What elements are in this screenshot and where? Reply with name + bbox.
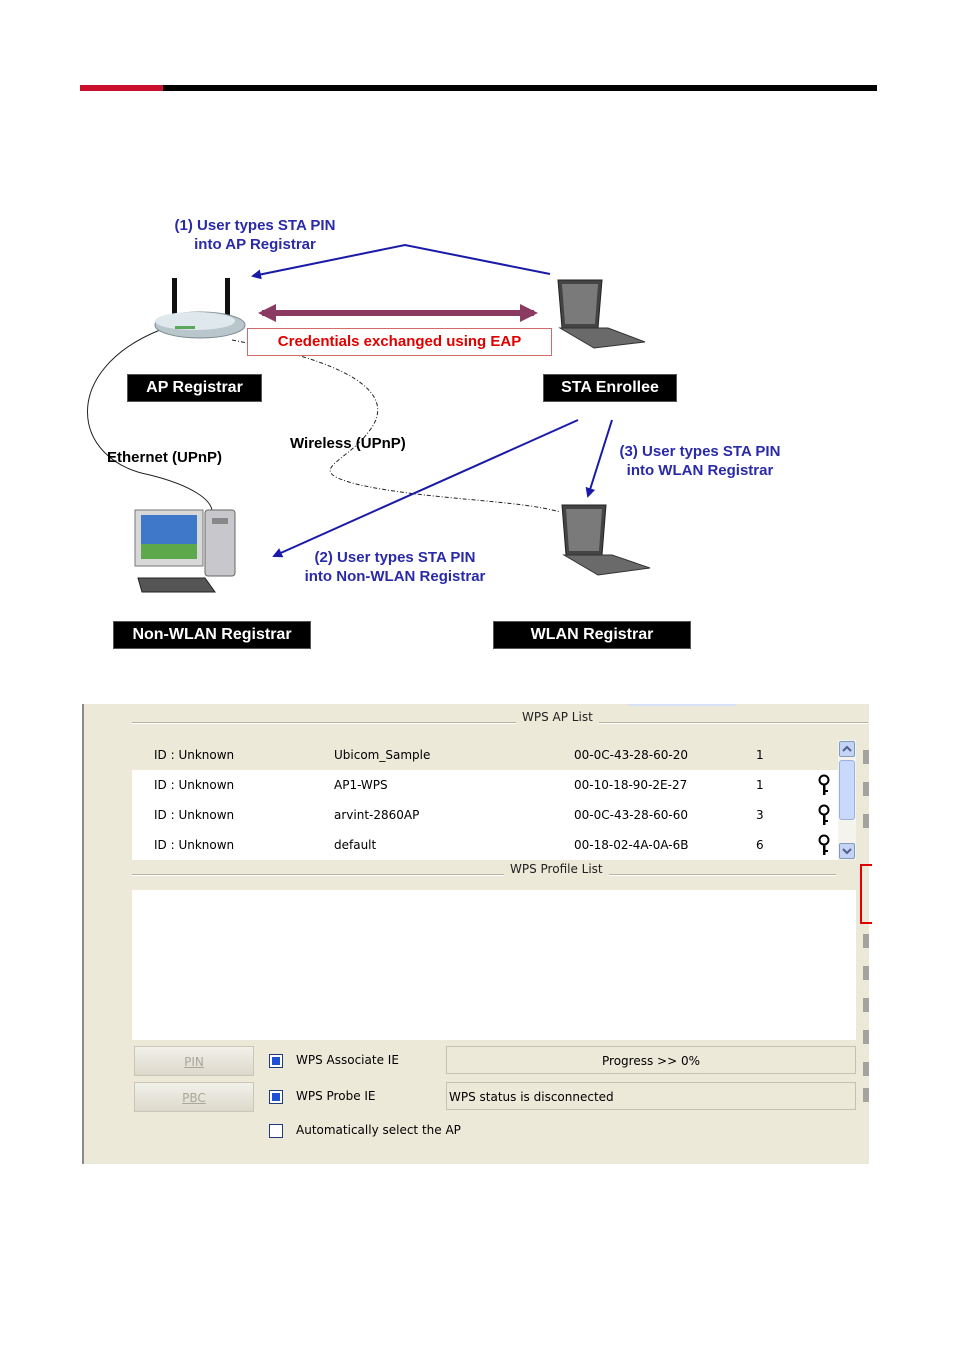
progress-field: Progress >> 0% bbox=[446, 1046, 856, 1074]
wps-associate-ie-checkbox[interactable] bbox=[269, 1054, 283, 1068]
wps-ap-list[interactable]: ID : Unknown Ubicom_Sample 00-0C-43-28-60-… bbox=[132, 740, 838, 860]
ap-list-separator bbox=[132, 722, 868, 724]
ap-bssid-cell: 00-0C-43-28-60-60 bbox=[574, 808, 689, 822]
right-edge-fragment bbox=[863, 1062, 869, 1076]
step3-caption: (3) User types STA PIN into WLAN Registr… bbox=[600, 442, 800, 480]
ap-bssid-cell: 00-0C-43-28-60-20 bbox=[574, 748, 689, 762]
step3-caption-line1: (3) User types STA PIN bbox=[619, 443, 781, 460]
ap-channel-cell: 3 bbox=[756, 808, 764, 822]
ap-list-scrollbar[interactable] bbox=[838, 740, 856, 860]
top-tab-edge bbox=[628, 704, 736, 706]
wlan-laptop-icon bbox=[561, 504, 651, 576]
wps-associate-ie-label: WPS Associate IE bbox=[296, 1053, 399, 1067]
right-edge-fragment bbox=[863, 1088, 869, 1102]
access-point-icon bbox=[154, 278, 246, 339]
wps-pin-diagram: (1) User types STA PIN into AP Registrar… bbox=[0, 200, 954, 670]
ap-ssid-cell: AP1-WPS bbox=[334, 778, 388, 792]
ap-bssid-cell: 00-10-18-90-2E-27 bbox=[574, 778, 688, 792]
wps-profile-list[interactable] bbox=[132, 890, 856, 1040]
wps-probe-ie-label: WPS Probe IE bbox=[296, 1089, 376, 1103]
pbc-button[interactable]: PBC bbox=[134, 1082, 254, 1112]
desktop-pc-icon bbox=[134, 509, 236, 593]
ap-bssid-cell: 00-18-02-4A-0A-6B bbox=[574, 838, 689, 852]
wps-status-field: WPS status is disconnected bbox=[446, 1082, 856, 1110]
ap-id-cell: ID : Unknown bbox=[154, 838, 235, 852]
ap-ssid-cell: Ubicom_Sample bbox=[334, 748, 431, 762]
ap-list-title: WPS AP List bbox=[516, 710, 599, 724]
right-edge-fragment bbox=[863, 998, 869, 1012]
right-edge-fragment bbox=[863, 934, 869, 948]
header-rule bbox=[80, 85, 877, 91]
step2-arrow bbox=[272, 419, 579, 558]
step1-caption-line1: (1) User types STA PIN bbox=[174, 217, 336, 234]
ap-list-row[interactable]: ID : Unknown arvint-2860AP 00-0C-43-28-60-… bbox=[132, 800, 838, 830]
ap-channel-cell: 1 bbox=[756, 778, 764, 792]
profile-list-separator bbox=[132, 874, 836, 876]
scroll-up-button[interactable] bbox=[839, 741, 855, 757]
ap-list-row[interactable]: ID : Unknown AP1-WPS 00-10-18-90-2E-27 1 bbox=[132, 770, 838, 800]
ethernet-label: Ethernet (UPnP) bbox=[107, 449, 223, 466]
ap-ssid-cell: arvint-2860AP bbox=[334, 808, 420, 822]
ap-channel-cell: 6 bbox=[756, 838, 764, 852]
auto-select-ap-checkbox[interactable] bbox=[269, 1124, 283, 1138]
credentials-label: Credentials exchanged using EAP bbox=[247, 328, 552, 356]
step2-caption-line1: (2) User types STA PIN bbox=[314, 549, 476, 566]
auto-select-ap-label: Automatically select the AP bbox=[296, 1123, 461, 1137]
right-edge-fragment bbox=[863, 966, 869, 980]
ap-id-cell: ID : Unknown bbox=[154, 748, 235, 762]
scroll-down-button[interactable] bbox=[839, 843, 855, 859]
right-edge-fragment bbox=[863, 782, 869, 796]
header-rule-accent bbox=[80, 85, 163, 91]
step2-caption: (2) User types STA PIN into Non-WLAN Reg… bbox=[285, 548, 505, 586]
step1-arrow bbox=[251, 243, 551, 280]
step3-arrow bbox=[585, 419, 613, 498]
key-icon bbox=[818, 774, 830, 795]
wireless-link bbox=[231, 339, 561, 513]
wps-probe-ie-checkbox[interactable] bbox=[269, 1090, 283, 1104]
right-edge-fragment bbox=[863, 750, 869, 764]
ap-list-row[interactable]: ID : Unknown default 00-18-02-4A-0A-6B 6 bbox=[132, 830, 838, 860]
step2-caption-line2: into Non-WLAN Registrar bbox=[304, 568, 486, 585]
node-label-ap-registrar: AP Registrar bbox=[127, 374, 262, 402]
key-icon bbox=[818, 834, 830, 855]
scroll-thumb[interactable] bbox=[839, 760, 855, 820]
highlight-frame bbox=[860, 864, 872, 924]
wireless-label: Wireless (UPnP) bbox=[290, 435, 406, 452]
wps-dialog: WPS AP List ID : Unknown Ubicom_Sample 00-… bbox=[82, 704, 872, 1164]
pin-button[interactable]: PIN bbox=[134, 1046, 254, 1076]
ap-ssid-cell: default bbox=[334, 838, 377, 852]
sta-laptop-icon bbox=[557, 279, 646, 349]
chevron-up-icon bbox=[842, 745, 852, 752]
ap-id-cell: ID : Unknown bbox=[154, 778, 235, 792]
ethernet-link bbox=[87, 329, 213, 516]
node-label-non-wlan-registrar: Non-WLAN Registrar bbox=[113, 621, 311, 649]
node-label-sta-enrollee: STA Enrollee bbox=[543, 374, 677, 402]
node-label-wlan-registrar: WLAN Registrar bbox=[493, 621, 691, 649]
right-edge-fragment bbox=[863, 1030, 869, 1044]
ap-channel-cell: 1 bbox=[756, 748, 764, 762]
step1-caption: (1) User types STA PIN into AP Registrar bbox=[150, 216, 360, 254]
chevron-down-icon bbox=[842, 848, 852, 855]
ap-id-cell: ID : Unknown bbox=[154, 808, 235, 822]
profile-list-title: WPS Profile List bbox=[504, 862, 609, 876]
ap-list-row[interactable]: ID : Unknown Ubicom_Sample 00-0C-43-28-60-… bbox=[132, 740, 838, 770]
key-icon bbox=[818, 804, 830, 825]
step3-caption-line2: into WLAN Registrar bbox=[626, 462, 774, 479]
step1-caption-line2: into AP Registrar bbox=[194, 236, 316, 253]
right-edge-fragment bbox=[863, 814, 869, 828]
diagram-graphics bbox=[87, 243, 651, 593]
